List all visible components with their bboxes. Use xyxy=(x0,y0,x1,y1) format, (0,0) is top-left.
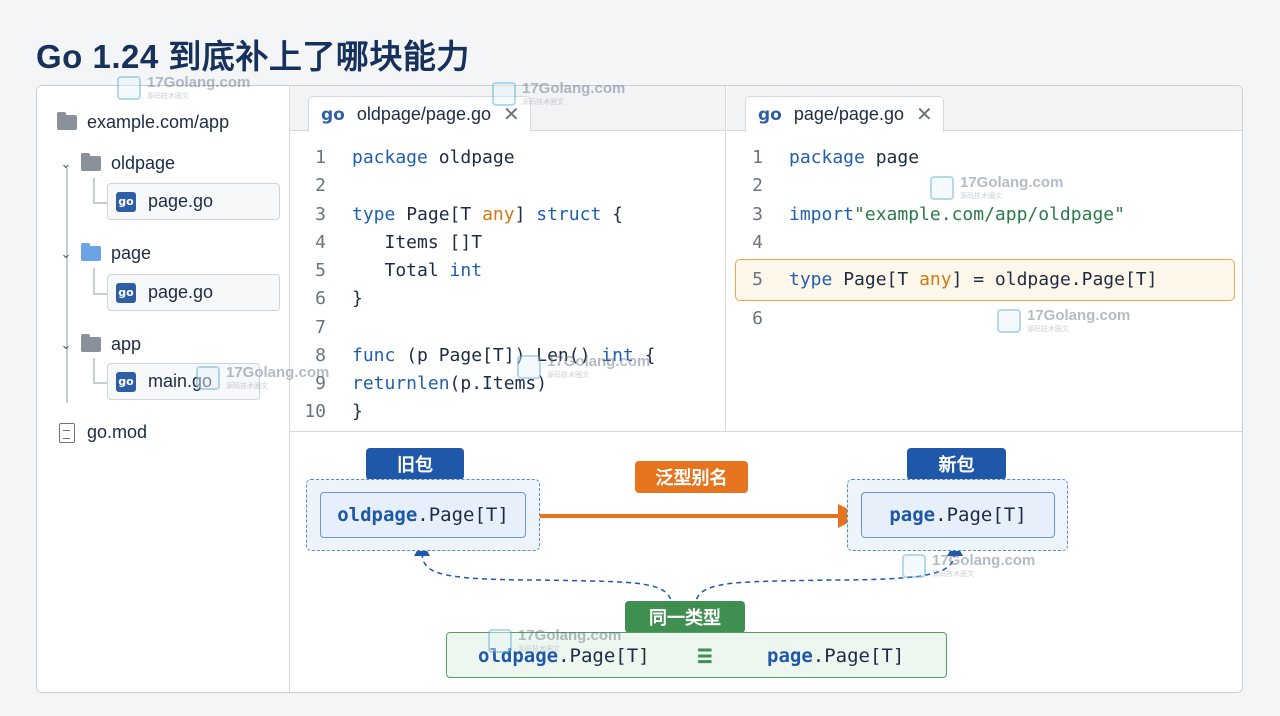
tree-root-label: example.com/app xyxy=(87,112,230,132)
page-title: Go 1.24 到底补上了哪块能力 xyxy=(36,38,470,75)
go-lang-icon: go xyxy=(758,104,782,125)
folder-icon xyxy=(57,112,77,130)
go-lang-icon: go xyxy=(321,104,345,125)
new-pkg-name: page xyxy=(889,504,936,526)
file-label: go.mod xyxy=(87,422,148,442)
folder-icon xyxy=(81,243,101,261)
tree-folder-oldpage[interactable]: ⌄ oldpage xyxy=(55,153,175,174)
code-line: 4 xyxy=(752,231,763,253)
old-pkg-name: oldpage xyxy=(337,504,418,526)
file-label: main.go xyxy=(148,371,213,391)
code-line: 2 xyxy=(315,174,326,196)
file-label: page.go xyxy=(148,191,214,211)
code-line: 9 return len(p.Items) xyxy=(315,372,548,394)
code-line: 10} xyxy=(304,400,363,422)
tree-branch-line xyxy=(93,268,95,293)
chevron-down-icon: ⌄ xyxy=(60,155,72,171)
same-type-link-right xyxy=(694,549,956,609)
new-type-box: page.Page[T] xyxy=(861,492,1055,538)
equivalent-icon: ≡ xyxy=(697,641,713,671)
code-line: 4 Items []T xyxy=(315,231,483,253)
code-line: 5 Total int xyxy=(315,259,483,281)
code-line: 6 xyxy=(752,307,763,329)
highlighted-line xyxy=(735,259,1235,301)
tree-branch-line xyxy=(93,178,95,202)
folder-label: app xyxy=(111,334,142,354)
tab-strip: go oldpage/page.go ✕ xyxy=(290,86,725,132)
go-file-icon: go xyxy=(116,371,136,392)
tab-page-page-go[interactable]: go page/page.go ✕ xyxy=(745,96,944,132)
tree-root[interactable]: example.com/app xyxy=(57,112,229,133)
tree-folder-page[interactable]: ⌄ page xyxy=(55,243,151,264)
folder-label: oldpage xyxy=(111,153,176,173)
tree-branch-line xyxy=(93,293,107,295)
eq-right-type: page.Page[T] xyxy=(767,645,905,667)
tree-file-gomod[interactable]: go.mod xyxy=(59,422,147,443)
tab-oldpage-page-go[interactable]: go oldpage/page.go ✕ xyxy=(308,96,531,132)
tab-label: page/page.go xyxy=(793,104,904,124)
file-label: page.go xyxy=(148,282,214,302)
same-type-label: 同一类型 xyxy=(625,601,745,633)
old-type-box: oldpage.Page[T] xyxy=(320,492,526,538)
code-line: 6} xyxy=(315,287,363,309)
tree-branch-line xyxy=(93,382,107,384)
tab-strip: go page/page.go ✕ xyxy=(727,86,1242,132)
go-file-icon: go xyxy=(116,191,136,212)
folder-icon xyxy=(81,153,101,171)
old-package-label: 旧包 xyxy=(366,448,464,480)
tree-branch-line xyxy=(93,358,95,382)
folder-label: page xyxy=(111,243,152,263)
code-line: 7 xyxy=(315,316,326,338)
tree-file-app-main[interactable]: go main.go xyxy=(107,363,260,400)
equivalence-box: oldpage.Page[T] ≡ page.Page[T] xyxy=(446,632,947,678)
go-file-icon: go xyxy=(116,282,136,303)
new-package-label: 新包 xyxy=(907,448,1006,480)
chevron-down-icon: ⌄ xyxy=(60,336,72,352)
folder-icon xyxy=(81,334,101,352)
tree-guide-line xyxy=(66,168,68,403)
type-suffix: .Page[T] xyxy=(417,504,509,526)
close-icon[interactable]: ✕ xyxy=(503,104,520,126)
tab-label: oldpage/page.go xyxy=(356,104,491,124)
tree-branch-line xyxy=(93,202,107,204)
generic-alias-label: 泛型别名 xyxy=(635,461,748,493)
ide-frame: example.com/app ⌄ oldpage go page.go ⌄ p… xyxy=(36,85,1243,693)
code-line: 2 xyxy=(752,174,763,196)
tree-file-page-page[interactable]: go page.go xyxy=(107,274,280,311)
eq-left-type: oldpage.Page[T] xyxy=(478,645,650,667)
same-type-link-left xyxy=(421,549,673,609)
close-icon[interactable]: ✕ xyxy=(915,104,933,126)
file-icon xyxy=(59,422,75,443)
alias-diagram: 旧包 oldpage.Page[T] 泛型别名 新包 page.Page[T] … xyxy=(290,431,1242,692)
tree-folder-app[interactable]: ⌄ app xyxy=(55,334,141,355)
chevron-down-icon: ⌄ xyxy=(60,245,72,261)
tree-file-oldpage-page[interactable]: go page.go xyxy=(107,183,280,220)
file-explorer: example.com/app ⌄ oldpage go page.go ⌄ p… xyxy=(37,86,290,692)
type-suffix: .Page[T] xyxy=(935,504,1027,526)
